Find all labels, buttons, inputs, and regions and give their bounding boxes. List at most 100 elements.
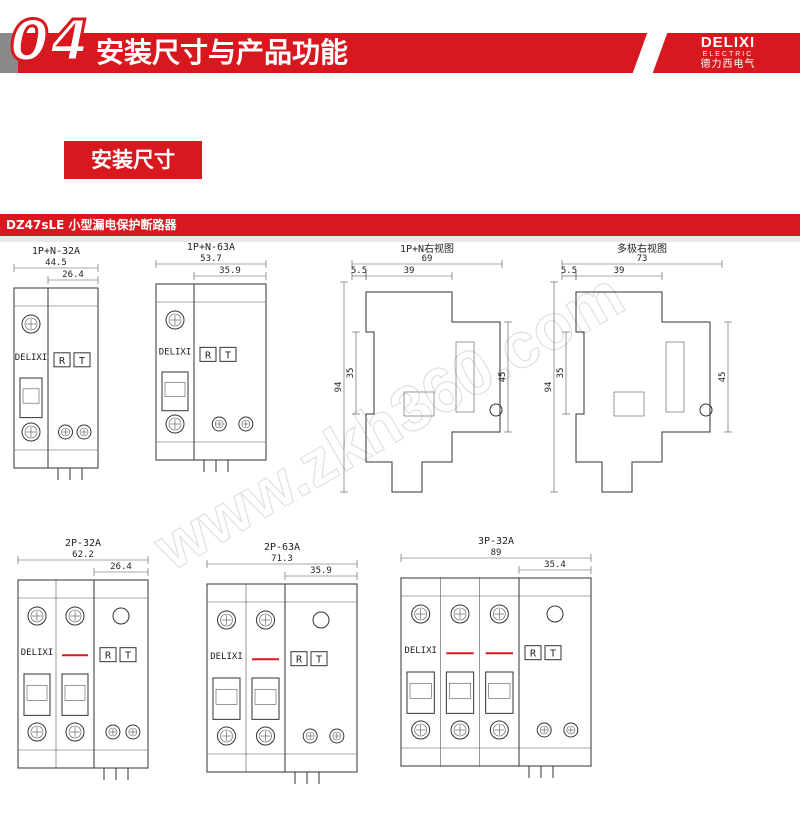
dim-front-value: 45 — [498, 372, 508, 383]
bottom-terminal-inner — [24, 425, 38, 439]
neutral-terminal-b-inner — [128, 727, 138, 737]
breaker-body — [13, 287, 99, 469]
neutral-terminal-b-inner — [332, 731, 342, 741]
bottom-terminal — [65, 722, 85, 742]
view-label: 2P-32A — [65, 538, 101, 549]
neutral-terminal-b — [563, 722, 579, 738]
model-bar: DZ47sLE 小型漏电保护断路器 — [0, 214, 800, 236]
top-terminal-inner — [24, 317, 38, 331]
bottom-terminal-inner — [220, 729, 233, 743]
indicator-window — [112, 607, 130, 625]
neutral-terminal-b — [76, 424, 92, 440]
neutral-terminal-a — [302, 728, 318, 744]
side-knob — [489, 403, 503, 417]
toggle-handle — [212, 677, 241, 720]
test-label: T — [125, 651, 131, 662]
top-terminal-inner — [493, 607, 506, 621]
toggle-handle — [406, 671, 435, 714]
dim-offset-value: 5.5 — [351, 266, 367, 276]
header-gray-strip — [0, 33, 18, 73]
view-label: 1P+N-63A — [187, 242, 235, 253]
brand-mark: DELIXI — [21, 648, 54, 658]
neutral-terminal-a — [58, 424, 73, 440]
dim-overall-value: 89 — [491, 548, 502, 558]
section-title: 安装尺寸与产品功能 — [96, 36, 349, 69]
handle-grip — [488, 682, 511, 699]
side-label: 多极右视图 — [617, 242, 667, 255]
handle-grip — [22, 388, 40, 404]
toggle-handle — [61, 673, 89, 716]
test-button — [310, 651, 328, 667]
reset-label: R — [105, 651, 112, 662]
bottom-terminal — [21, 422, 41, 442]
top-terminal — [489, 604, 509, 624]
indicator-window — [546, 605, 564, 623]
top-terminal-inner — [259, 613, 272, 627]
bottom-terminal — [256, 726, 275, 746]
bottom-terminal — [165, 414, 185, 434]
test-button — [544, 645, 562, 661]
bottom-terminal — [27, 722, 47, 742]
brand-name: DELIXI — [700, 34, 756, 51]
header-bar — [0, 33, 800, 73]
top-terminal-inner — [68, 609, 82, 623]
model-title: DZ47sLE 小型漏电保护断路器 — [6, 218, 177, 232]
dim-partial-value: 35.9 — [219, 266, 241, 276]
brand-mark: DELIXI — [159, 347, 192, 357]
handle-grip — [254, 688, 277, 705]
brand-cn: 德力西电气 — [700, 59, 756, 70]
brand-logo: DELIXI ELECTRIC 德力西电气 — [668, 35, 788, 71]
neutral-terminal-b — [125, 724, 141, 740]
brand-mark: DELIXI — [404, 646, 437, 656]
neutral-terminal-a — [211, 416, 227, 432]
top-terminal — [217, 610, 236, 630]
top-terminal — [165, 310, 185, 330]
top-terminal-inner — [414, 607, 427, 621]
side-profile — [575, 291, 711, 493]
dim-partial-value: 35.9 — [310, 566, 332, 576]
dim-total-value: 69 — [422, 254, 433, 264]
toggle-handle — [485, 671, 514, 714]
bottom-terminal — [411, 720, 431, 740]
test-button — [119, 647, 137, 663]
dim-overall-value: 62.2 — [72, 550, 94, 560]
reset-label: R — [205, 350, 212, 361]
neutral-terminal-a — [536, 722, 552, 738]
indicator-window — [312, 611, 330, 629]
bottom-terminal — [489, 720, 509, 740]
brand-sub: ELECTRIC — [702, 51, 754, 58]
dim-height-value: 94 — [544, 382, 554, 393]
section-number: 04 — [9, 9, 91, 74]
top-terminal-inner — [220, 613, 233, 627]
toggle-handle — [19, 377, 43, 419]
toggle-handle — [23, 673, 51, 716]
reset-button — [524, 645, 542, 661]
top-terminal — [256, 610, 275, 630]
brand-mark: DELIXI — [15, 353, 48, 363]
dim-overall-value: 44.5 — [45, 258, 67, 268]
side-knob — [699, 403, 713, 417]
watermark: www.zkh360.com — [142, 258, 636, 585]
neutral-terminal-b — [329, 728, 345, 744]
bottom-terminal-inner — [414, 723, 427, 737]
test-button — [73, 352, 91, 368]
dim-height-value: 94 — [334, 382, 344, 393]
test-button — [219, 346, 237, 362]
dim-depth-value: 39 — [614, 266, 625, 276]
rating-label — [403, 391, 435, 417]
neutral-terminal-a-inner — [61, 427, 70, 437]
reset-label: R — [530, 649, 537, 660]
brand-mark: DELIXI — [210, 652, 243, 662]
top-terminal-inner — [453, 607, 467, 621]
neutral-terminal-a-inner — [305, 731, 315, 741]
handle-grip — [215, 688, 238, 705]
top-terminal — [21, 314, 41, 334]
neutral-terminal-a-inner — [214, 419, 224, 429]
